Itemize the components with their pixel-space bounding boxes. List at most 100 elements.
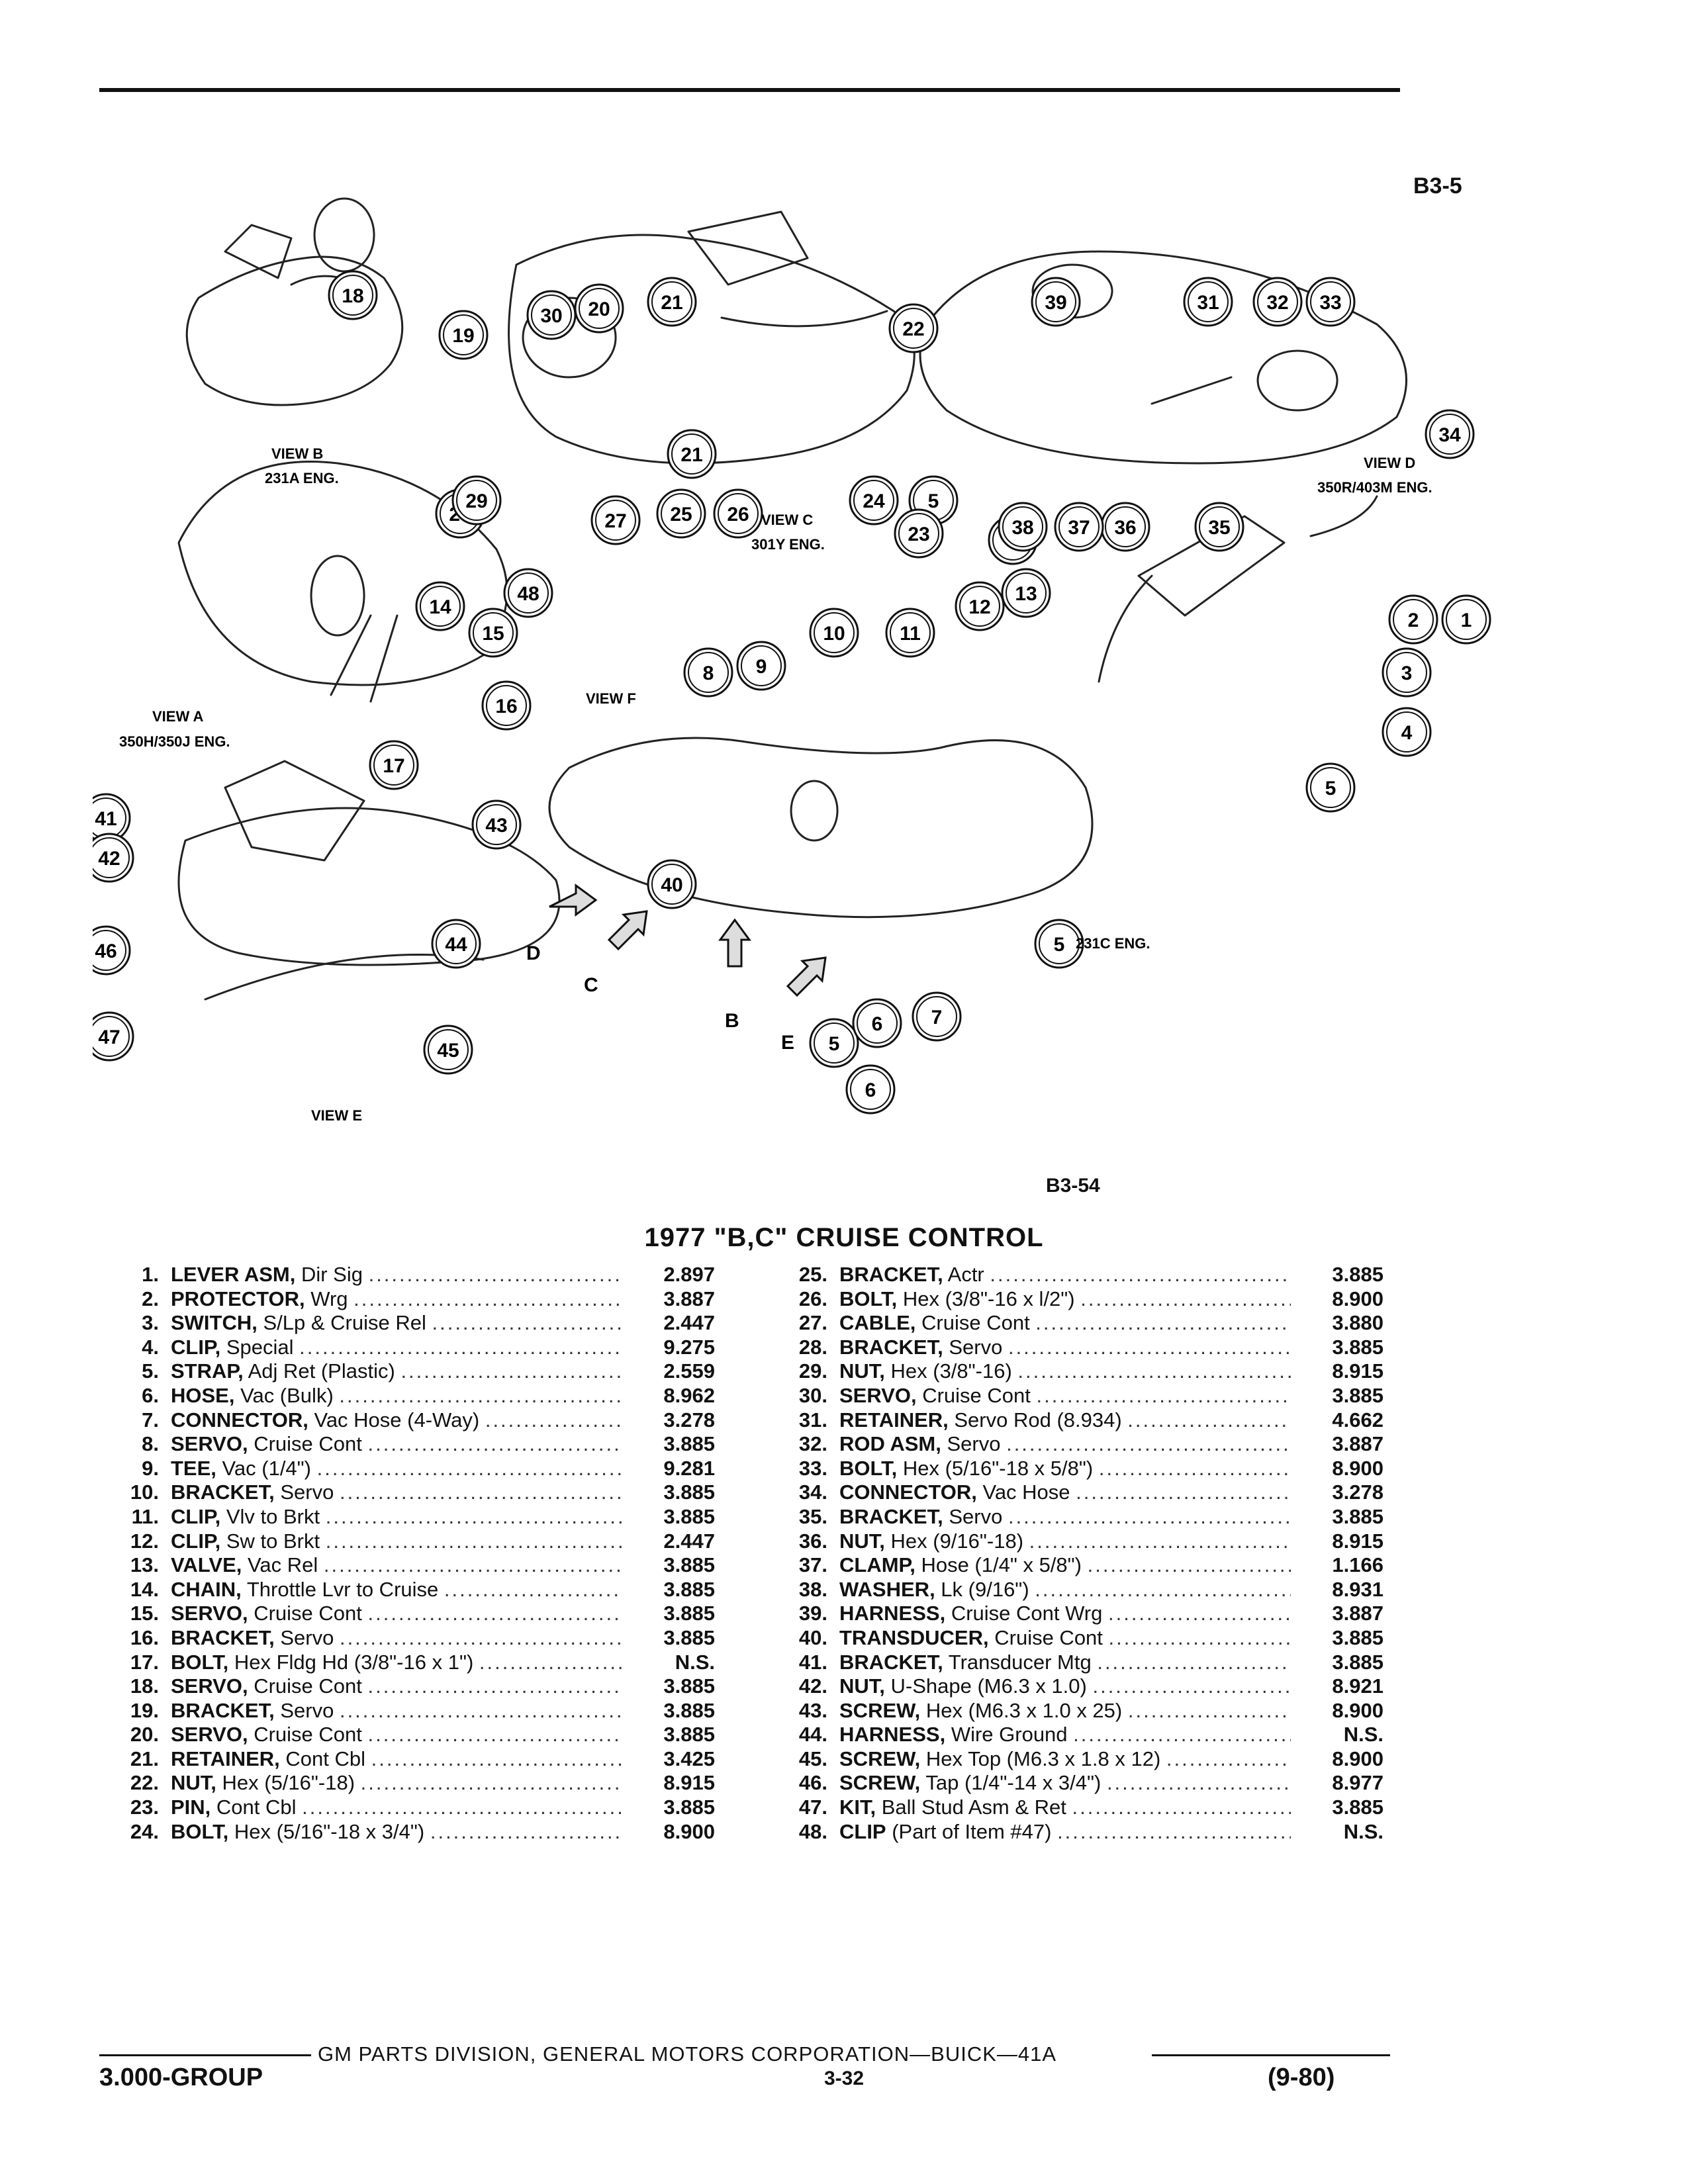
part-detail: Special bbox=[220, 1335, 300, 1359]
part-description: SERVO, Cruise Cont .....................… bbox=[171, 1674, 622, 1699]
part-description: SCREW, Hex (M6.3 x 1.0 x 25) ...........… bbox=[839, 1699, 1291, 1723]
group-number: N.S. bbox=[1343, 1723, 1383, 1747]
part-detail: Vac Hose bbox=[976, 1480, 1076, 1504]
part-number: 10. bbox=[130, 1480, 159, 1504]
part-name: BOLT, bbox=[839, 1456, 898, 1480]
callout-6: 6 bbox=[845, 1064, 896, 1115]
leader-dots: ........................................… bbox=[1127, 1698, 1291, 1722]
part-detail: Cruise Cont bbox=[248, 1602, 368, 1625]
arrow-letter-d: D bbox=[526, 942, 541, 964]
part-name: ROD ASM, bbox=[839, 1432, 941, 1456]
part-name: BOLT, bbox=[171, 1650, 229, 1674]
part-detail: Hex (5/16"-18 x 3/4") bbox=[228, 1819, 430, 1843]
group-number: 8.900 bbox=[1332, 1747, 1383, 1770]
part-detail: Throttle Lvr to Cruise bbox=[241, 1577, 444, 1601]
callout-label: 33 bbox=[1319, 292, 1341, 314]
part-name: SCREW, bbox=[839, 1747, 921, 1770]
part-description: HOSE, Vac (Bulk) .......................… bbox=[171, 1384, 622, 1408]
part-name: WASHER, bbox=[839, 1577, 935, 1601]
part-number: 30. bbox=[798, 1383, 827, 1407]
part-number: 24. bbox=[130, 1819, 159, 1843]
part-name: CLIP, bbox=[171, 1335, 221, 1359]
part-description: CONNECTOR, Vac Hose (4-Way) ............… bbox=[171, 1408, 622, 1433]
callout-label: 22 bbox=[902, 318, 924, 340]
leader-dots: ........................................… bbox=[325, 1504, 622, 1528]
part-name: NUT, bbox=[839, 1674, 885, 1698]
group-number: 3.885 bbox=[663, 1796, 715, 1819]
callout-label: 15 bbox=[482, 623, 504, 645]
parts-row: 32.ROD ASM, Servo ......................… bbox=[761, 1432, 1383, 1457]
callout-23: 23 bbox=[894, 508, 944, 559]
parts-row: 5.STRAP, Adj Ret (Plastic) .............… bbox=[93, 1359, 715, 1384]
callout-label: 10 bbox=[823, 623, 845, 645]
part-number: 33. bbox=[798, 1456, 827, 1480]
leader-dots: ........................................… bbox=[1072, 1796, 1291, 1819]
arrow-letter-b: B bbox=[725, 1010, 739, 1032]
part-name: HARNESS, bbox=[839, 1602, 946, 1625]
callout-34: 34 bbox=[1425, 409, 1475, 459]
callout-17: 17 bbox=[369, 740, 419, 790]
part-name: SERVO, bbox=[171, 1723, 248, 1747]
group-number: 2.447 bbox=[663, 1529, 715, 1553]
callout-label: 41 bbox=[95, 808, 117, 830]
group-number: 3.880 bbox=[1332, 1311, 1383, 1335]
part-name: STRAP, bbox=[171, 1359, 244, 1383]
callout-10: 10 bbox=[809, 608, 859, 658]
parts-list-left: 1.LEVER ASM, Dir Sig ...................… bbox=[93, 1263, 715, 1844]
callout-33: 33 bbox=[1305, 277, 1356, 327]
part-detail: Cont Cbl bbox=[279, 1747, 371, 1770]
part-number: 44. bbox=[798, 1723, 827, 1747]
callout-label: 37 bbox=[1068, 517, 1090, 539]
group-number: 3.885 bbox=[663, 1674, 715, 1698]
group-number: 3.885 bbox=[663, 1698, 715, 1722]
part-description: CONNECTOR, Vac Hose ....................… bbox=[839, 1480, 1291, 1505]
group-number: 8.915 bbox=[1332, 1529, 1383, 1553]
group-number: 3.885 bbox=[1332, 1383, 1383, 1407]
part-detail: Servo bbox=[274, 1625, 340, 1649]
part-detail: Vac Rel bbox=[242, 1553, 324, 1577]
part-detail: Cruise Cont bbox=[248, 1723, 368, 1747]
part-description: SERVO, Cruise Cont .....................… bbox=[171, 1432, 622, 1457]
parts-row: 37.CLAMP, Hose (1/4" x 5/8") ...........… bbox=[761, 1553, 1383, 1578]
parts-row: 21.RETAINER, Cont Cbl ..................… bbox=[93, 1747, 715, 1772]
part-description: SERVO, Cruise Cont .....................… bbox=[171, 1602, 622, 1626]
part-name: VALVE, bbox=[171, 1553, 242, 1577]
part-number: 36. bbox=[798, 1529, 827, 1553]
part-description: BRACKET, Transducer Mtg ................… bbox=[839, 1651, 1291, 1675]
part-name: RETAINER, bbox=[839, 1408, 949, 1432]
view-d-arrow bbox=[549, 884, 598, 917]
callout-47: 47 bbox=[84, 1011, 134, 1062]
part-number: 25. bbox=[798, 1263, 827, 1286]
part-name: CLIP, bbox=[171, 1504, 221, 1528]
callout-label: 34 bbox=[1438, 424, 1461, 446]
part-description: CLIP (Part of Item #47) ................… bbox=[839, 1820, 1291, 1844]
callout-label: 42 bbox=[98, 848, 120, 870]
part-detail: Hex (3/8"-16 x l/2") bbox=[897, 1287, 1081, 1310]
part-number: 13. bbox=[130, 1553, 159, 1577]
callout-label: 26 bbox=[727, 504, 749, 525]
part-name: BRACKET, bbox=[839, 1335, 943, 1359]
part-detail: (Part of Item #47) bbox=[886, 1819, 1058, 1843]
callout-4: 4 bbox=[1382, 707, 1432, 757]
group-number: 8.931 bbox=[1332, 1577, 1383, 1601]
view-d-label: VIEW D bbox=[1364, 455, 1415, 471]
part-name: BRACKET, bbox=[171, 1698, 275, 1722]
parts-row: 7.CONNECTOR, Vac Hose (4-Way) ..........… bbox=[93, 1408, 715, 1433]
part-name: BRACKET, bbox=[839, 1504, 943, 1528]
group-number: N.S. bbox=[675, 1650, 715, 1674]
group-number: 3.885 bbox=[663, 1432, 715, 1456]
callout-label: 48 bbox=[517, 583, 539, 605]
part-number: 14. bbox=[130, 1577, 159, 1601]
leader-dots: ........................................… bbox=[1076, 1480, 1291, 1504]
view-b-label: VIEW B bbox=[271, 445, 323, 462]
part-name: SCREW, bbox=[839, 1698, 921, 1722]
callout-label: 7 bbox=[931, 1007, 943, 1028]
callout-31: 31 bbox=[1183, 277, 1233, 327]
part-name: SWITCH, bbox=[171, 1311, 258, 1335]
part-number: 29. bbox=[798, 1359, 827, 1383]
part-detail: Wrg bbox=[305, 1287, 354, 1310]
part-name: BRACKET, bbox=[839, 1263, 943, 1286]
group-number: 3.885 bbox=[1332, 1650, 1383, 1674]
callout-label: 14 bbox=[429, 596, 451, 618]
callout-45: 45 bbox=[423, 1024, 473, 1075]
